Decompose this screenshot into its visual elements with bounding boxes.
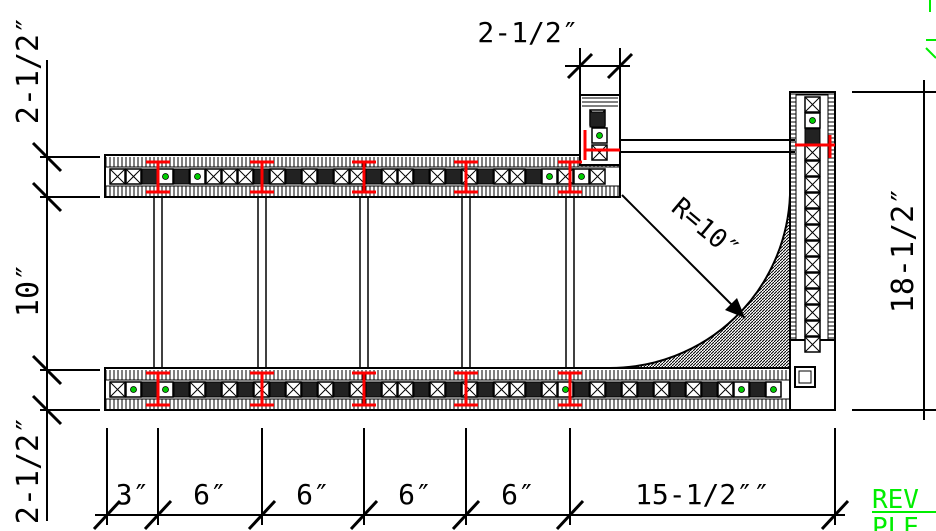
dim-tick: [143, 499, 173, 531]
solid-cell: [637, 381, 654, 398]
solid-cell: [301, 381, 318, 398]
dim-bottom-span-5: 6″: [501, 478, 535, 511]
rev-sub-note: PLE: [872, 513, 919, 531]
dim-tick: [247, 499, 277, 531]
green-marker: [738, 386, 745, 393]
dim-tick: [349, 499, 379, 531]
green-marker: [162, 173, 169, 180]
top-dimension-lines: [565, 48, 634, 95]
solid-cell: [365, 381, 382, 398]
green-marker: [596, 132, 603, 139]
green-marker: [194, 173, 201, 180]
solid-cell: [413, 381, 430, 398]
green-marker: [162, 386, 169, 393]
left-dimension-lines: [31, 60, 100, 521]
solid-cell: [141, 168, 158, 185]
dim-tick: [555, 499, 585, 531]
radius-arc: [609, 194, 791, 369]
solid-cell: [365, 168, 382, 185]
right-column-cells: [804, 96, 821, 353]
bottom-dimension-labels: 3″ 6″ 6″ 6″ 6″ 15-1/2″″: [116, 478, 770, 511]
solid-cell: [445, 168, 462, 185]
solid-cell: [173, 381, 190, 398]
solid-cell: [701, 381, 718, 398]
green-marker: [770, 386, 777, 393]
green-marker: [562, 386, 569, 393]
solid-cell: [205, 381, 222, 398]
dim-left-top: 2-1/2″: [11, 16, 46, 124]
corner-note: [925, 0, 936, 59]
dim-bottom-span-6: 15-1/2″″: [635, 478, 770, 511]
solid-cell: [285, 168, 302, 185]
solid-cell: [317, 168, 334, 185]
dim-bottom-span-1: 3″: [116, 478, 150, 511]
dim-radius: R=10″: [666, 192, 745, 265]
posts: [146, 130, 835, 407]
solid-cell: [445, 381, 462, 398]
dim-top-width: 2-1/2″: [477, 16, 578, 49]
solid-cell: [525, 381, 542, 398]
dim-right-height: 18-1/2″: [886, 187, 921, 313]
solid-cell: [669, 381, 686, 398]
solid-cell: [173, 168, 190, 185]
solid-cell: [589, 111, 606, 128]
dim-tick: [451, 499, 481, 531]
solid-cell: [573, 381, 590, 398]
solid-cell: [605, 381, 622, 398]
dim-tick: [820, 499, 850, 531]
dim-left-middle: 10″: [11, 263, 46, 317]
square-marker: [794, 366, 816, 388]
top-rail-cells: [109, 109, 608, 185]
solid-cell: [477, 381, 494, 398]
bottom-rail-cells: [109, 381, 782, 398]
dim-left-bottom: 2-1/2″: [11, 416, 46, 524]
dim-tick: [92, 499, 122, 531]
solid-cell: [333, 381, 350, 398]
solid-cell: [413, 168, 430, 185]
rev-note: REV: [872, 485, 919, 515]
bottom-dimension-lines: [92, 428, 850, 531]
green-marker: [809, 117, 816, 124]
dim-bottom-span-2: 6″: [193, 478, 227, 511]
solid-cell: [804, 128, 821, 145]
solid-cell: [525, 168, 542, 185]
right-dimension-lines: [852, 80, 936, 420]
green-marker: [546, 173, 553, 180]
solid-cell: [749, 381, 766, 398]
dim-bottom-span-4: 6″: [398, 478, 432, 511]
solid-cell: [141, 381, 158, 398]
green-marker: [130, 386, 137, 393]
connector: [620, 139, 795, 153]
solid-cell: [237, 381, 254, 398]
solid-cell: [269, 381, 286, 398]
green-marker: [578, 173, 585, 180]
dim-bottom-span-3: 6″: [296, 478, 330, 511]
solid-cell: [477, 168, 494, 185]
